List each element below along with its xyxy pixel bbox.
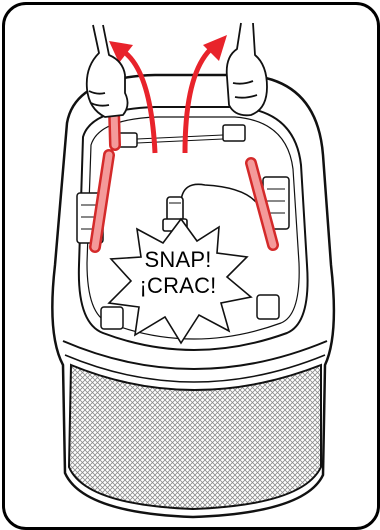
- clip-bottom-right: [256, 294, 280, 320]
- snap-text-spanish: ¡CRAC!: [139, 273, 217, 298]
- mesh-panel: [67, 363, 322, 511]
- hand-icon: [85, 24, 129, 118]
- snap-callout: SNAP! ¡CRAC!: [123, 247, 233, 299]
- curved-arrow-icon: [182, 35, 227, 154]
- assembly-illustration: [51, 22, 336, 519]
- curved-arrow-icon: [109, 41, 158, 154]
- snap-text-english: SNAP!: [144, 247, 212, 272]
- clip-top-right: [222, 124, 246, 142]
- starburst-icon: [107, 217, 253, 345]
- hand-icon: [225, 22, 268, 117]
- clip-bottom-left: [100, 306, 124, 330]
